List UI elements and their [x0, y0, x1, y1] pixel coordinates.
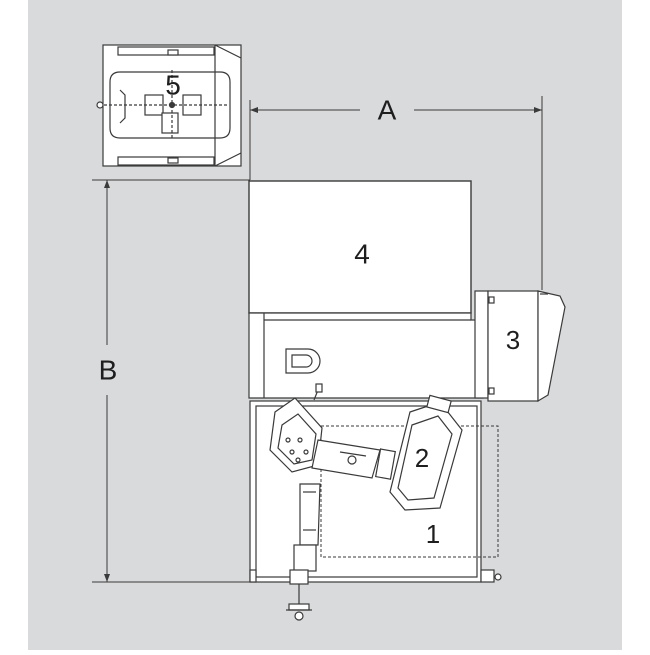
dimension-label-b: B — [99, 355, 118, 386]
component-label-5: 5 — [165, 70, 181, 101]
dimension-lines — [92, 96, 543, 583]
middle-base — [248, 312, 484, 399]
component-5 — [96, 44, 242, 167]
component-label-1: 1 — [426, 519, 440, 549]
component-2 — [269, 383, 463, 621]
component-label-3: 3 — [506, 325, 520, 355]
component-3 — [474, 290, 566, 403]
component-label-4: 4 — [354, 239, 370, 270]
dimension-arrows — [104, 107, 542, 582]
component-label-2: 2 — [415, 443, 429, 473]
dimension-label-a: A — [378, 95, 397, 126]
labels: A B 1 2 3 4 5 — [99, 70, 521, 550]
component-4 — [248, 180, 472, 314]
